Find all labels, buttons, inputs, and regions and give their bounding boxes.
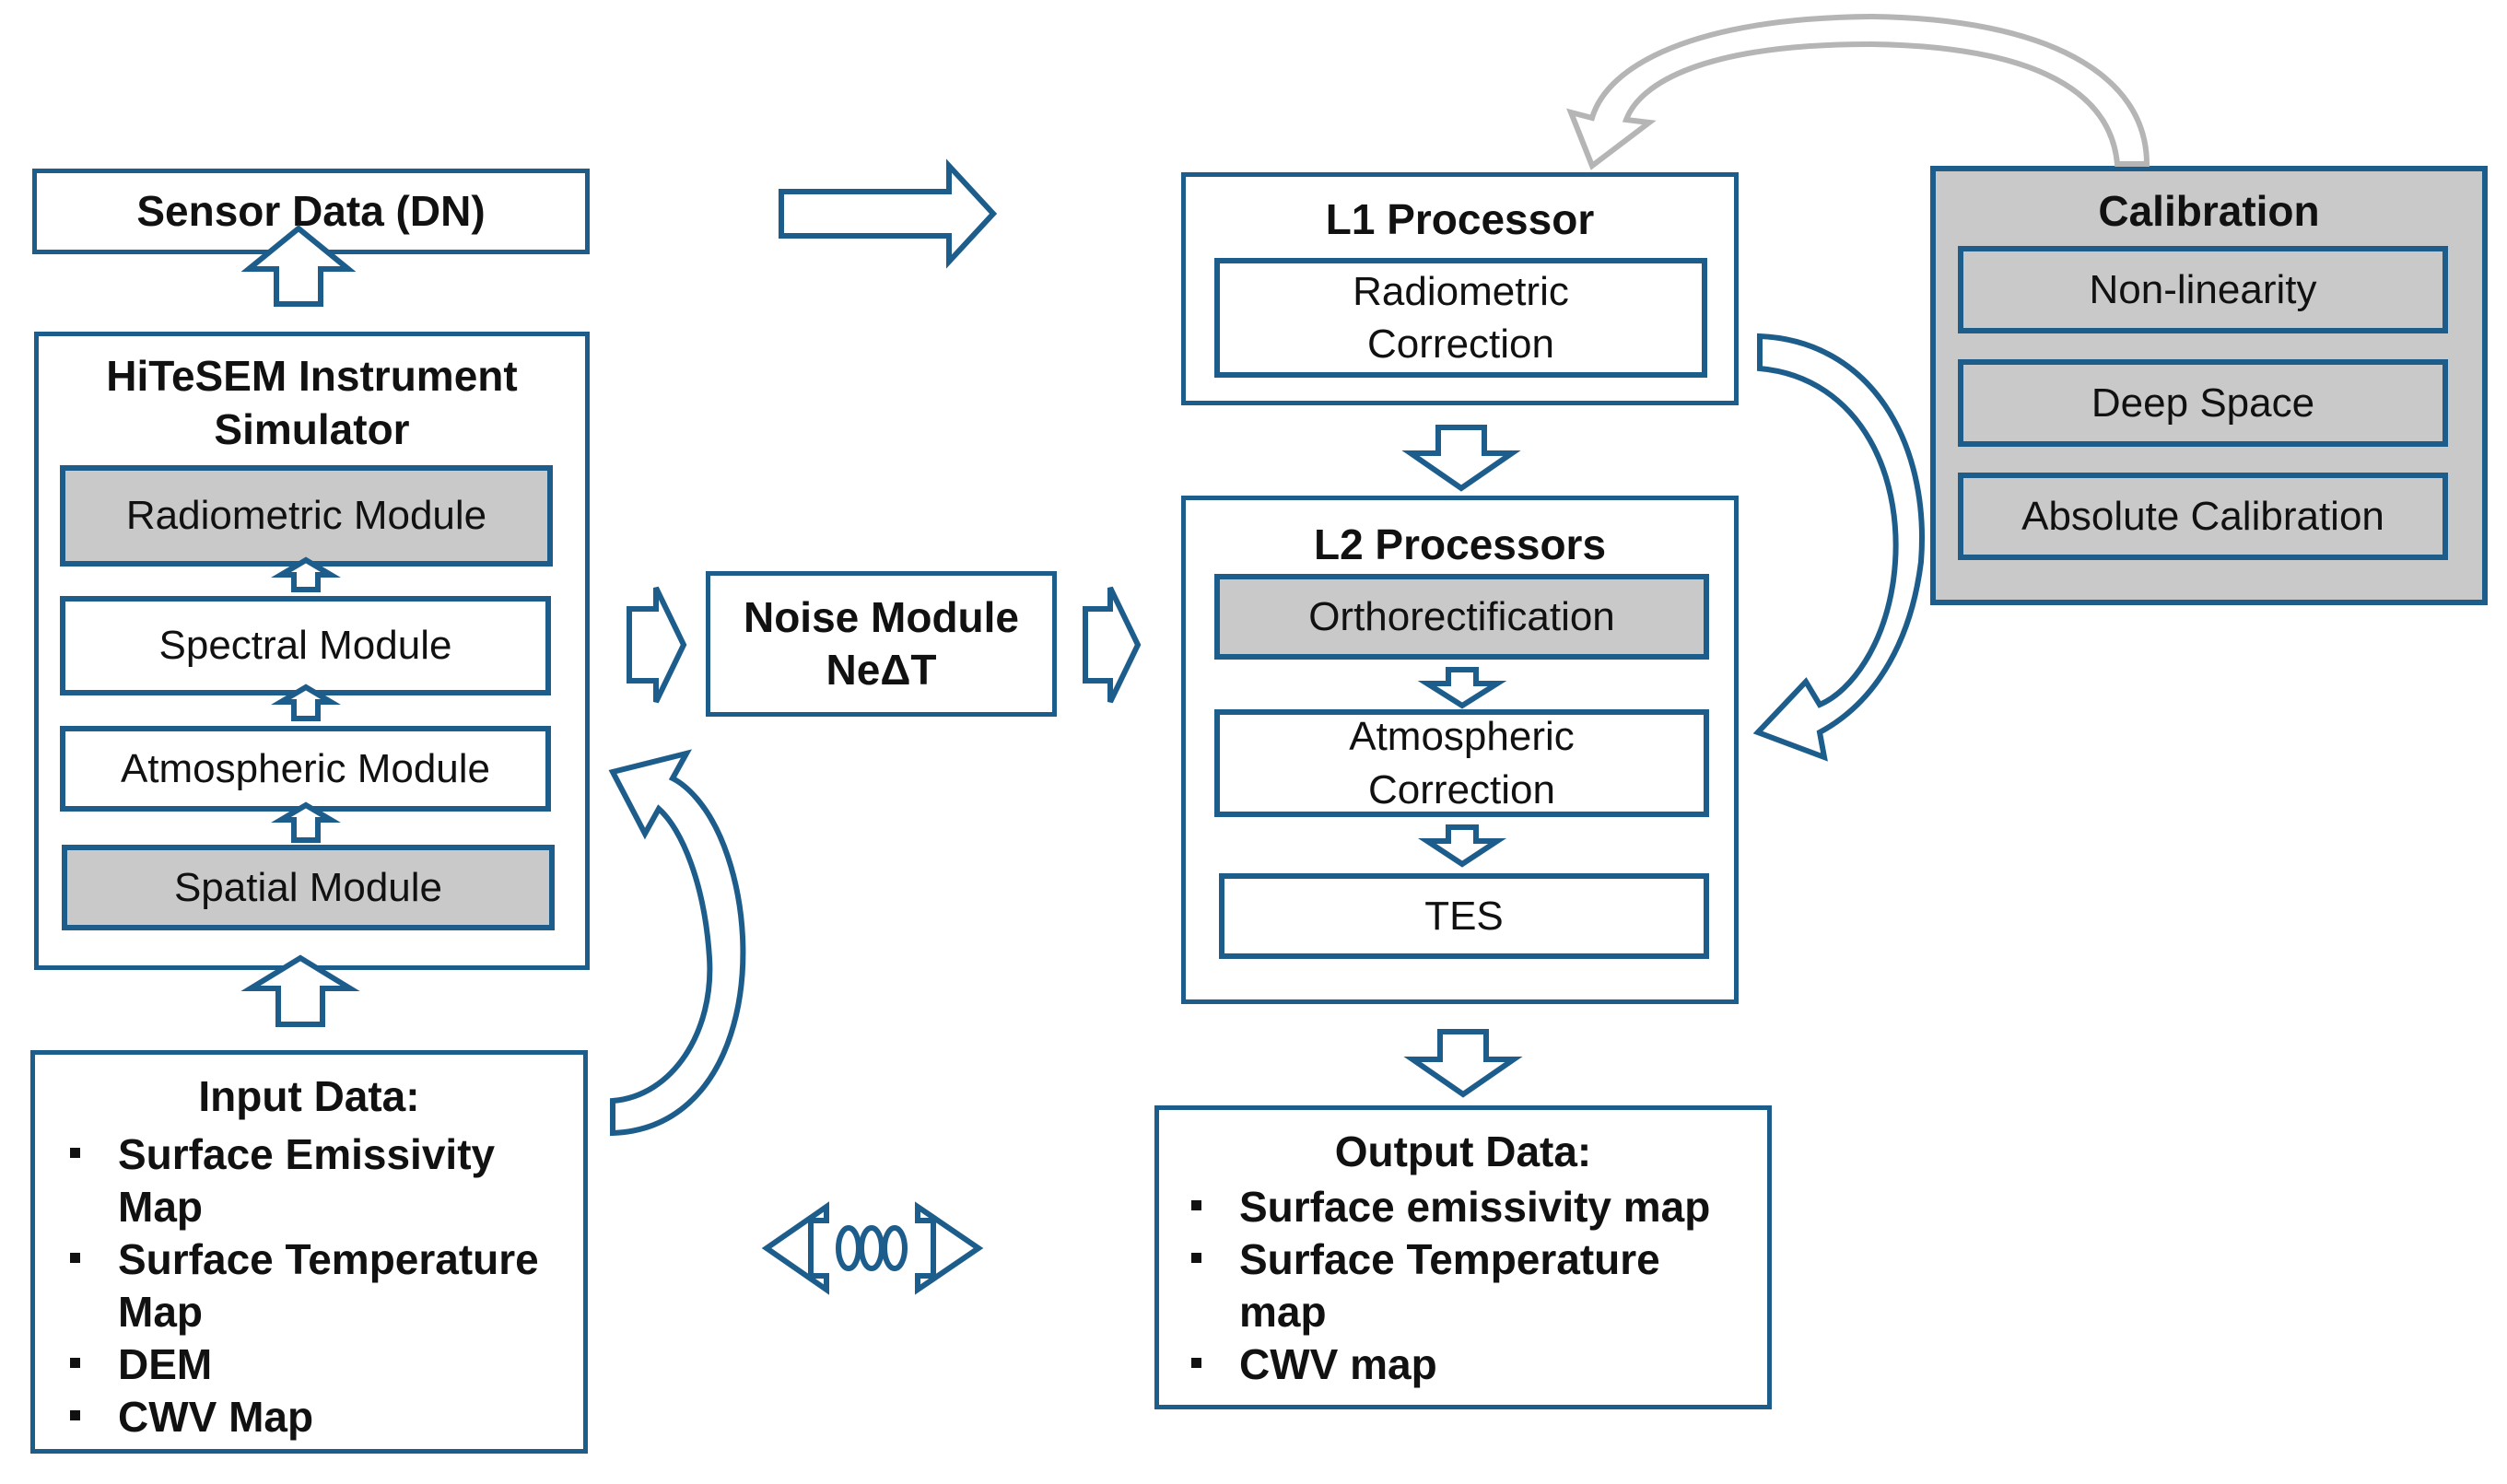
input-data-item: DEM — [63, 1338, 579, 1391]
input-data-item: Surface Emissivity Map — [63, 1128, 579, 1233]
up-arrow-icon — [240, 954, 360, 1027]
double-arrow-icon — [761, 1201, 984, 1295]
noise-module-box: Noise Module NeΔT — [706, 571, 1057, 717]
atmospheric-correction-step: Atmospheric Correction — [1214, 709, 1709, 817]
input-data-box: Input Data: Surface Emissivity Map Surfa… — [30, 1050, 588, 1454]
input-data-list: Surface Emissivity Map Surface Temperatu… — [63, 1128, 579, 1443]
input-data-title: Input Data: — [198, 1072, 420, 1120]
down-arrow-icon — [1403, 1029, 1523, 1098]
right-arrow-icon — [779, 158, 998, 269]
right-arrow-icon — [627, 586, 687, 704]
orthorectification-step: Orthorectification — [1214, 574, 1709, 660]
output-data-item: CWV map — [1184, 1338, 1755, 1391]
right-arrow-icon — [1083, 586, 1142, 704]
output-data-title: Output Data: — [1334, 1128, 1592, 1175]
l1-processor-title: L1 Processor — [1325, 195, 1595, 243]
sensor-data-title: Sensor Data (DN) — [136, 186, 486, 235]
spatial-module: Spatial Module — [62, 845, 555, 930]
instrument-simulator-title: HiTeSEM Instrument Simulator — [106, 352, 518, 453]
non-linearity-step: Non-linearity — [1958, 246, 2448, 333]
tes-step: TES — [1219, 873, 1709, 959]
output-data-list: Surface emissivity map Surface Temperatu… — [1184, 1181, 1755, 1391]
output-data-item: Surface emissivity map — [1184, 1181, 1755, 1233]
l2-processors-title: L2 Processors — [1313, 520, 1607, 568]
noise-module-title: Noise Module — [743, 592, 1020, 641]
output-data-item: Surface Temperature map — [1184, 1233, 1755, 1338]
curved-arrow-icon — [1566, 13, 2150, 170]
absolute-calibration-step: Absolute Calibration — [1958, 473, 2448, 560]
input-data-item: Surface Temperature Map — [63, 1233, 579, 1338]
up-arrow-icon — [271, 684, 341, 721]
down-arrow-icon — [1417, 667, 1507, 709]
up-arrow-icon — [271, 801, 341, 843]
up-arrow-icon — [271, 556, 341, 592]
down-arrow-icon — [1401, 425, 1521, 492]
deep-space-step: Deep Space — [1958, 359, 2448, 447]
noise-module-subtitle: NeΔT — [826, 646, 937, 694]
up-arrow-icon — [240, 225, 357, 307]
output-data-box: Output Data: Surface emissivity map Surf… — [1154, 1105, 1772, 1409]
calibration-title: Calibration — [2098, 187, 2320, 235]
radiometric-correction-step: Radiometric Correction — [1214, 258, 1707, 378]
input-data-item: CWV Map — [63, 1391, 579, 1443]
curved-arrow-icon — [608, 749, 746, 1137]
atmospheric-module: Atmospheric Module — [60, 726, 551, 812]
curved-arrow-icon — [1752, 333, 1925, 762]
down-arrow-icon — [1417, 824, 1507, 868]
